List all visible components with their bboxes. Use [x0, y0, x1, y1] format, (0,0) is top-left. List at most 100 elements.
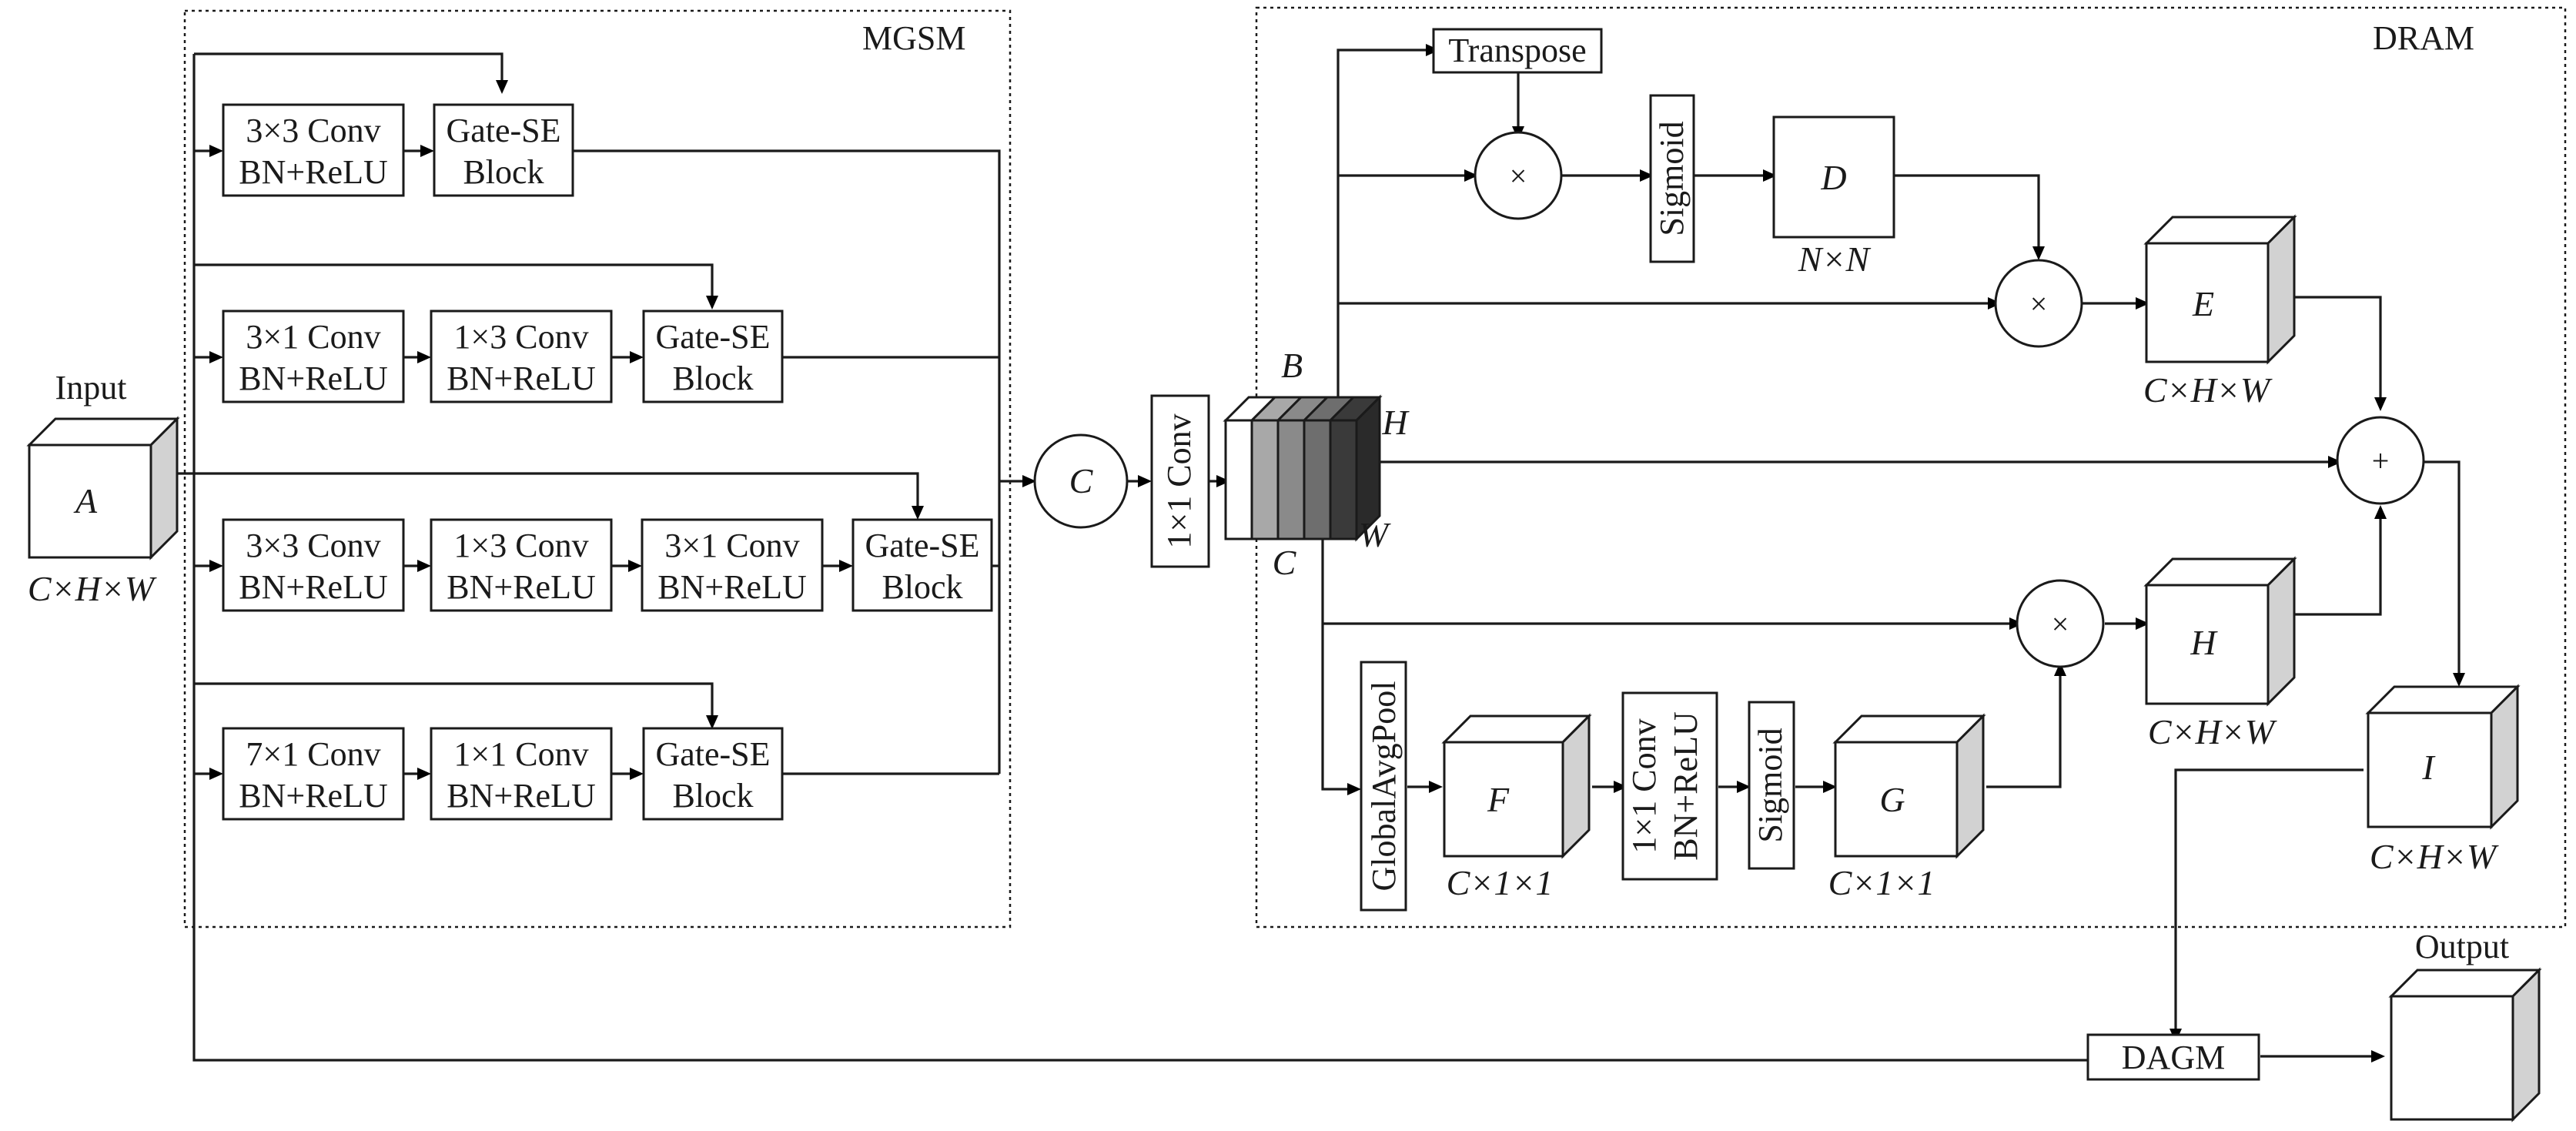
concat-node: [1033, 433, 1129, 529]
sigmoid-bottom-box: [1748, 701, 1795, 870]
branch-4-op-2-label-2: BN+ReLU: [447, 777, 595, 815]
scale-symbol: ×: [2052, 607, 2069, 641]
matmul-node-mid: [1994, 259, 2083, 348]
mgsm-title: MGSM: [862, 19, 966, 57]
transpose-label: Transpose: [1448, 32, 1586, 69]
e-cube-label: E: [2192, 284, 2214, 323]
f-cube-label: F: [1487, 780, 1510, 819]
branch-3-gate-se-label-1: Gate-SE: [865, 527, 979, 564]
branch-4-op-1-box: [222, 727, 405, 821]
conv1x1-label: 1×1 Conv: [1160, 413, 1198, 548]
branch-4-op-2-label-1: 1×1 Conv: [453, 735, 588, 773]
matmul-node-top: [1474, 131, 1563, 220]
branch-3-op-3-label-2: BN+ReLU: [657, 568, 806, 606]
g-cube-label: G: [1879, 780, 1905, 819]
h-cube-dims: C×H×W: [2148, 712, 2277, 751]
branch-3-op-2-label-2: BN+ReLU: [447, 568, 595, 606]
global-avg-pool-label: GlobalAvgPool: [1365, 681, 1403, 892]
global-avg-pool-box: [1360, 661, 1407, 912]
stack-slice-1: [1224, 419, 1253, 540]
branch-4-gate-se-label-1: Gate-SE: [655, 735, 770, 773]
branch-3-op-2-box: [430, 518, 613, 612]
branch-2-op-1-label-2: BN+ReLU: [239, 360, 387, 397]
stack-side: [1355, 394, 1381, 542]
connection-lines: [177, 49, 2461, 1062]
sigmoid-bottom-label: Sigmoid: [1751, 728, 1789, 842]
branch-1-op-1-label-1: 3×3 Conv: [246, 112, 380, 149]
stack-slice-2: [1250, 419, 1280, 540]
sum-node: [2336, 416, 2425, 505]
mgsm-frame: [183, 9, 1012, 929]
conv-bn-relu-box: [1621, 691, 1718, 881]
f-cube-dims: C×1×1: [1447, 863, 1554, 902]
d-matrix-box: [1772, 115, 1895, 239]
branch-3-gate-se-label-2: Block: [882, 568, 962, 606]
conv1x1-box: [1150, 394, 1210, 568]
branch-3-op-1-box: [222, 518, 405, 612]
output-title: Output: [2415, 928, 2509, 965]
branch-4-op-2-box: [430, 727, 613, 821]
branch-2-op-2-box: [430, 310, 613, 403]
branch-2-op-1-label-1: 3×1 Conv: [246, 318, 380, 356]
dagm-label: DAGM: [2122, 1039, 2225, 1076]
branch-1-gate-se-box: [433, 103, 574, 197]
branch-3-op-3-label-1: 3×1 Conv: [664, 527, 799, 564]
stack-label-c: C: [1273, 543, 1297, 582]
stack-label-w: W: [1359, 515, 1391, 554]
stack-slice-3: [1276, 419, 1306, 540]
sigmoid-top-box: [1649, 94, 1695, 263]
feature-stack: [1223, 394, 1383, 542]
transpose-box: [1432, 28, 1603, 74]
dram-title: DRAM: [2373, 19, 2474, 57]
dagm-box: [2086, 1033, 2260, 1081]
branch-2-op-2-label-1: 1×3 Conv: [453, 318, 588, 356]
branch-2-op-1-box: [222, 310, 405, 403]
branch-4-gate-se-label-2: Block: [672, 777, 753, 815]
h-cube-label: H: [2190, 623, 2218, 662]
branch-1-op-1-label-2: BN+ReLU: [239, 153, 387, 191]
stack-slice-5: [1329, 419, 1358, 540]
branch-3-gate-se-box: [851, 518, 993, 612]
input-dims: C×H×W: [28, 569, 157, 608]
stack-slice-4: [1303, 419, 1332, 540]
matmul-symbol-top: ×: [1510, 159, 1527, 193]
i-cube: [2365, 684, 2521, 830]
g-cube-dims: C×1×1: [1828, 863, 1935, 902]
branch-2-gate-se-label-1: Gate-SE: [655, 318, 770, 356]
sum-symbol: +: [2372, 443, 2390, 478]
branch-2-gate-se-label-2: Block: [672, 360, 753, 397]
branch-4-gate-se-box: [642, 727, 784, 821]
branch-1-gate-se-label-1: Gate-SE: [446, 112, 560, 149]
e-cube: [2143, 214, 2297, 365]
branch-4-op-1-label-1: 7×1 Conv: [246, 735, 380, 773]
conv-bn-label-1: 1×1 Conv: [1625, 718, 1663, 853]
scale-node: [2016, 579, 2105, 668]
matmul-symbol-mid: ×: [2030, 286, 2048, 321]
branch-2-gate-se-box: [642, 310, 784, 403]
branch-3-op-3-box: [641, 518, 824, 612]
sigmoid-top-label: Sigmoid: [1653, 121, 1691, 236]
input-tensor-label: A: [73, 481, 98, 520]
d-matrix-dims: N×N: [1798, 239, 1872, 279]
branch-4-op-1-label-2: BN+ReLU: [239, 777, 387, 815]
branch-2-op-2-label-2: BN+ReLU: [447, 360, 595, 397]
e-cube-dims: C×H×W: [2143, 370, 2273, 410]
arrowheads: [209, 44, 2465, 1062]
concat-symbol: C: [1069, 461, 1094, 500]
branch-3-op-2-label-1: 1×3 Conv: [453, 527, 588, 564]
stack-label-h: H: [1381, 403, 1410, 442]
f-cube: [1441, 713, 1592, 859]
branch-3-op-1-label-2: BN+ReLU: [239, 568, 387, 606]
branch-1-op-1-box: [222, 103, 405, 197]
g-cube: [1832, 713, 1986, 859]
dram-frame: [1255, 6, 2567, 929]
d-matrix-label: D: [1820, 158, 1846, 197]
conv-bn-label-2: BN+ReLU: [1667, 711, 1705, 860]
i-cube-label: I: [2421, 748, 2436, 787]
output-tensor-cube: [2388, 967, 2542, 1123]
h-cube: [2143, 556, 2297, 707]
stack-label-b: B: [1281, 346, 1303, 385]
i-cube-dims: C×H×W: [2370, 837, 2499, 876]
input-title: Input: [55, 369, 127, 407]
